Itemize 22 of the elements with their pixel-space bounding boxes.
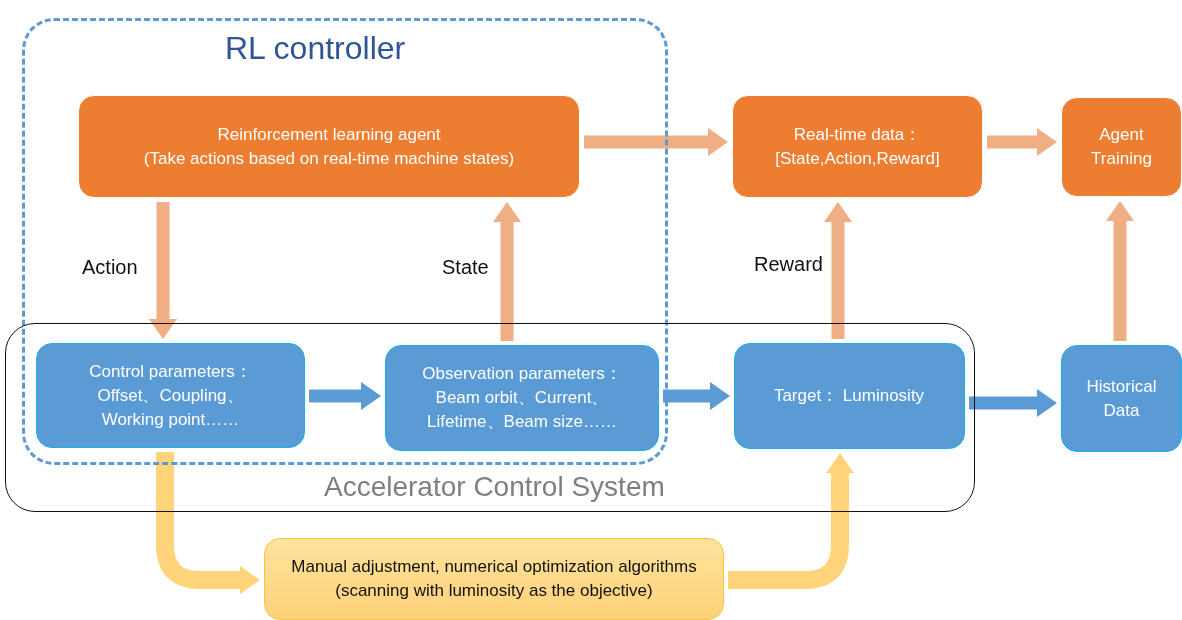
process-box: Real-time data： [State,Action,Reward] [732,95,983,198]
arrow [149,202,177,339]
process-box: Agent Training [1061,97,1182,197]
process-box: Manual adjustment, numerical optimization algorithms (scanning with luminosity as the objective) [264,538,724,620]
arrow [728,453,854,589]
arrow [663,382,730,410]
arrow [584,128,728,156]
group-title: RL controller [225,29,406,68]
arrow [309,382,381,410]
arrow [1106,201,1134,341]
system-box [5,323,975,512]
system-label: Accelerator Control System [324,470,665,504]
arrow [969,389,1057,417]
arrow [987,128,1057,156]
process-box: Control parameters： Offset、Coupling、 Working point…… [36,343,305,448]
process-box: Historical Data [1061,345,1182,452]
arrow [493,202,521,341]
arrow [824,202,852,339]
process-box: Reinforcement learning agent (Take actions based on real-time machine states) [78,95,580,198]
process-box: Observation parameters： Beam orbit、Current、 Lifetime、Beam size…… [385,345,659,451]
arrow [156,452,260,594]
process-box: Target： Luminosity [733,342,965,449]
